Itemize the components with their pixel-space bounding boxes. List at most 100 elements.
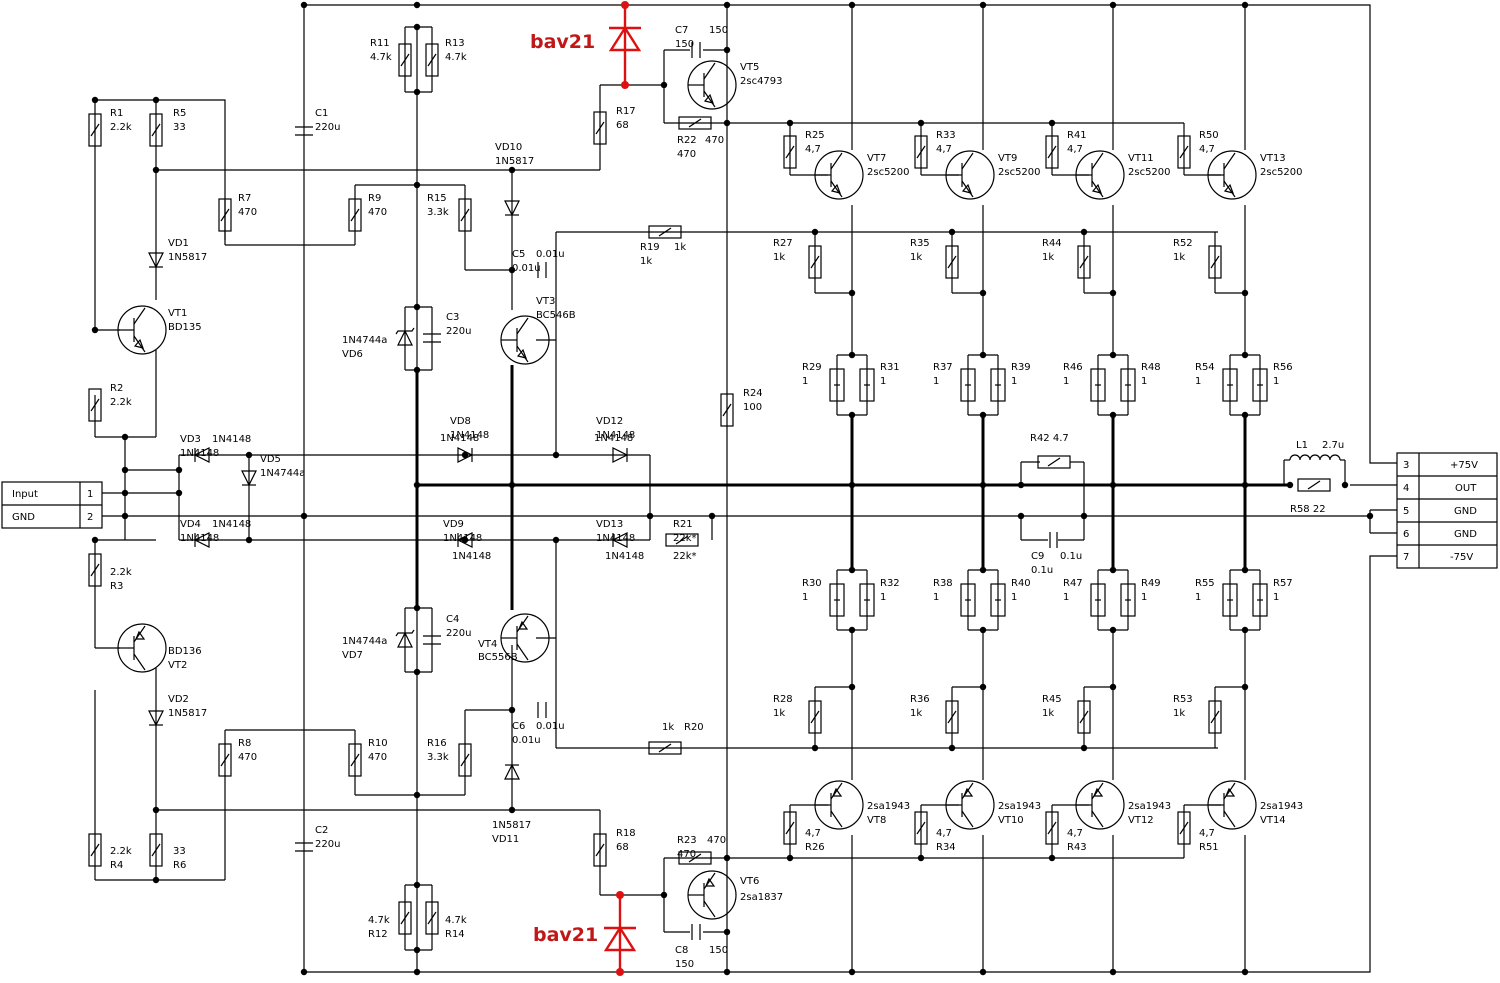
r21-label: 22k* <box>673 533 697 544</box>
r31-label: 1 <box>880 376 886 387</box>
r39-resistor <box>990 368 1006 402</box>
c9-label: 0.1u <box>1031 565 1053 576</box>
junction-dot <box>413 946 421 954</box>
vt3-label: BC546B <box>536 310 576 321</box>
junction-dot <box>616 891 624 899</box>
c8-label: C8 <box>675 945 688 956</box>
vt5-label: 2sc4793 <box>740 76 783 87</box>
gnd-label: GND <box>12 512 35 523</box>
r32-label: 1 <box>880 592 886 603</box>
vd12-label: VD12 <box>596 416 623 427</box>
r48-label: 1 <box>1141 376 1147 387</box>
r33-label: R33 <box>936 130 956 141</box>
vd5-label: 1N4744a <box>260 468 305 479</box>
junction-dot <box>413 23 421 31</box>
vd8-label: 1N4148 <box>440 433 479 444</box>
vd13-diode <box>611 532 628 548</box>
r11-label: 4.7k <box>370 52 392 63</box>
r53-resistor <box>1208 700 1222 734</box>
r49-resistor <box>1120 583 1136 617</box>
vt6-label: 2sa1837 <box>740 892 783 903</box>
c3-label: 220u <box>446 326 471 337</box>
r26-label: 4,7 <box>805 828 821 839</box>
r19-label: 1k <box>640 256 652 267</box>
r39-label: R39 <box>1011 362 1031 373</box>
junction-dot <box>917 119 925 127</box>
junction-dot <box>979 683 987 691</box>
junction-dot <box>1286 481 1294 489</box>
r43-label: R43 <box>1067 842 1087 853</box>
junction-dot <box>1241 411 1249 419</box>
r32-label: R32 <box>880 578 900 589</box>
r52-label: 1k <box>1173 252 1185 263</box>
vd10-label: 1N5817 <box>495 156 534 167</box>
r22-label: R22 <box>677 135 697 146</box>
junction-dot <box>1241 289 1249 297</box>
r20-resistor <box>648 741 682 755</box>
vd5-diode <box>241 470 257 487</box>
junction-dot <box>413 791 421 799</box>
r22-label: 470 <box>677 149 696 160</box>
r18-label: R18 <box>616 828 636 839</box>
r2-label: 2.2k <box>110 397 132 408</box>
c5-label: C5 <box>512 249 525 260</box>
r35-resistor <box>945 245 959 279</box>
junction-dot <box>461 451 469 459</box>
r30-label: 1 <box>802 592 808 603</box>
r4-resistor <box>88 833 102 867</box>
c3-capacitor <box>423 333 441 343</box>
r37-label: R37 <box>933 362 953 373</box>
junction-dot <box>413 668 421 676</box>
r13-label: 4.7k <box>445 52 467 63</box>
r9-resistor <box>348 198 362 232</box>
vd9-diode <box>456 532 473 548</box>
c9-label: 0.1u <box>1060 551 1082 562</box>
vd6-label: 1N4744a <box>342 335 387 346</box>
r10-label: 470 <box>368 752 387 763</box>
vt8-transistor <box>814 780 864 830</box>
r58-resistor <box>1297 478 1331 492</box>
junction-dot <box>979 626 987 634</box>
r1-label: R1 <box>110 108 123 119</box>
junction-dot <box>152 166 160 174</box>
junction-dot <box>848 566 856 574</box>
r17-resistor <box>593 111 607 145</box>
l1-inductor <box>1284 454 1345 461</box>
r53-label: R53 <box>1173 694 1193 705</box>
vd3-diode <box>193 447 210 463</box>
r12-resistor <box>398 901 412 935</box>
vd11-label: 1N5817 <box>492 820 531 831</box>
r34-resistor <box>914 811 928 845</box>
r56-label: R56 <box>1273 362 1293 373</box>
junction-dot <box>1241 683 1249 691</box>
vt7-label: VT7 <box>867 153 886 164</box>
vd13-label: 1N4148 <box>596 533 635 544</box>
junction-dot <box>413 181 421 189</box>
junction-dot <box>413 481 421 489</box>
r18-resistor <box>593 833 607 867</box>
r47-resistor <box>1090 583 1106 617</box>
junction-dot <box>508 481 516 489</box>
vd4-label: VD4 <box>180 519 201 530</box>
vd13-label: 1N4148 <box>605 551 644 562</box>
r23-label: 470 <box>707 835 726 846</box>
r39-label: 1 <box>1011 376 1017 387</box>
vt2-label: BD136 <box>168 646 202 657</box>
r29-label: R29 <box>802 362 822 373</box>
junction-dot <box>245 536 253 544</box>
r6-label: R6 <box>173 860 186 871</box>
r28-label: R28 <box>773 694 793 705</box>
junction-dot <box>245 451 253 459</box>
junction-dot <box>508 706 516 714</box>
junction-dot <box>948 228 956 236</box>
r28-label: 1k <box>773 708 785 719</box>
junction-dot <box>848 411 856 419</box>
r44-resistor <box>1077 245 1091 279</box>
vd2-diode <box>148 710 164 727</box>
r19-resistor <box>648 225 682 239</box>
r55-label: R55 <box>1195 578 1215 589</box>
r8-label: 470 <box>238 752 257 763</box>
r13-label: R13 <box>445 38 465 49</box>
vd4-diode <box>193 532 210 548</box>
out-pin-7: 7 <box>1403 552 1409 563</box>
